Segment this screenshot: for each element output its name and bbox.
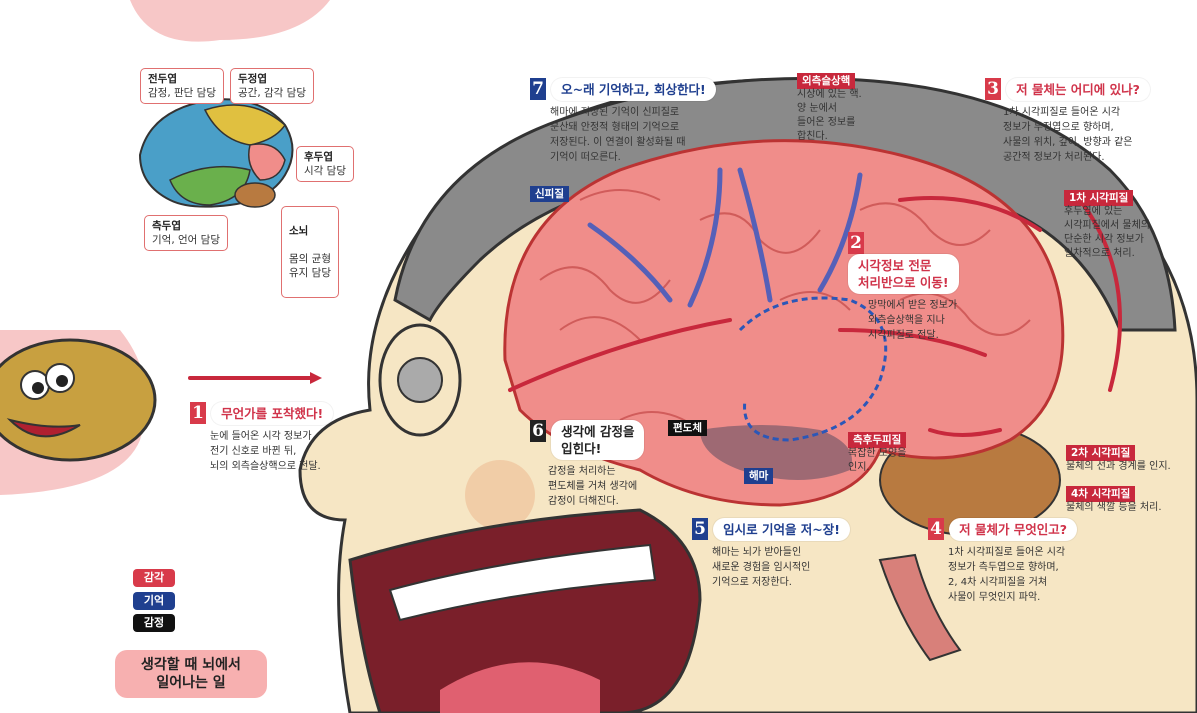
lobe-frontal: 전두엽 감정, 판단 담당 xyxy=(140,68,224,104)
tag-neocortex: 신피질 xyxy=(530,186,569,202)
step-1-number: 1 xyxy=(190,402,206,424)
legend-sense: 감각 xyxy=(133,569,175,587)
lobe-frontal-title: 전두엽 xyxy=(148,73,177,85)
tag-lgn-desc: 시상에 있는 핵. 양 눈에서 들어온 정보를 합친다. xyxy=(797,89,862,142)
step-4-body: 1차 시각피질로 들어온 시각 정보가 측두엽으로 향하며, 2, 4차 시각피… xyxy=(948,547,1066,603)
step-3: 3 저 물체는 어디에 있나? 1차 시각피질로 들어온 시각 정보가 두정엽으… xyxy=(985,78,1185,165)
step-6: 6 생각에 감정을 입힌다! 감정을 처리하는 편도체를 거쳐 생각에 감정이 … xyxy=(530,420,670,509)
lobe-parietal-desc: 공간, 감각 담당 xyxy=(238,87,306,99)
step-7-body: 해마에 저장된 기억이 신피질로 분산돼 안정적 형태의 기억으로 저장된다. … xyxy=(550,107,686,163)
step-1-body: 눈에 들어온 시각 정보가 전기 신호로 바뀐 뒤, 뇌의 외측슬상핵으로 전달… xyxy=(210,431,321,472)
lobe-temporal-desc: 기억, 언어 담당 xyxy=(152,234,220,246)
step-7-number: 7 xyxy=(530,78,546,100)
step-4: 4 저 물체가 무엇인고? 1차 시각피질로 들어온 시각 정보가 측두엽으로 … xyxy=(928,518,1128,605)
step-2-body: 망막에서 받은 정보가 외측슬상핵을 지나 시각피질로 전달. xyxy=(868,300,958,341)
step-5-body: 해마는 뇌가 받아들인 새로운 경험을 임시적인 기억으로 저장한다. xyxy=(712,547,811,588)
lobe-brain-diagram xyxy=(138,98,294,208)
spinal-cord xyxy=(878,553,962,662)
step-1-heading: 무언가를 포착했다! xyxy=(211,402,334,425)
step-5-heading: 임시로 기억을 저~장! xyxy=(713,518,850,541)
lobe-occipital-title: 후두엽 xyxy=(304,151,333,163)
step-4-number: 4 xyxy=(928,518,944,540)
legend-memory: 기억 xyxy=(133,592,175,610)
lobe-parietal: 두정엽 공간, 감각 담당 xyxy=(230,68,314,104)
tag-v4: 4차 시각피질 xyxy=(1066,486,1136,502)
lobe-occipital: 후두엽 시각 담당 xyxy=(296,146,354,182)
step-5-number: 5 xyxy=(692,518,708,540)
tag-hippocampus: 해마 xyxy=(744,468,774,484)
tag-v2: 2차 시각피질 xyxy=(1066,445,1136,461)
legend-emotion: 감정 xyxy=(133,614,175,632)
caption: 생각할 때 뇌에서 일어나는 일 xyxy=(115,650,267,698)
lobe-cerebellum: 소뇌 몸의 균형 유지 담당 xyxy=(281,206,339,298)
tongue xyxy=(440,662,600,713)
potato-character xyxy=(0,338,157,462)
tag-amygdala: 편도체 xyxy=(668,420,707,436)
step-6-heading: 생각에 감정을 입힌다! xyxy=(551,420,645,460)
tag-lgn: 외측슬상핵 xyxy=(797,73,856,89)
cheek xyxy=(465,460,535,530)
step-4-heading: 저 물체가 무엇인고? xyxy=(949,518,1078,541)
step-2-heading: 시각정보 전문 처리반으로 이동! xyxy=(848,254,959,294)
lobe-occipital-desc: 시각 담당 xyxy=(304,165,346,177)
step-7: 7 오~래 기억하고, 회상한다! 해마에 저장된 기억이 신피질로 분산돼 안… xyxy=(530,78,750,165)
step-3-number: 3 xyxy=(985,78,1001,100)
step-5: 5 임시로 기억을 저~장! 해마는 뇌가 받아들인 새로운 경험을 임시적인 … xyxy=(692,518,862,590)
lobe-frontal-desc: 감정, 판단 담당 xyxy=(148,87,216,99)
tag-it-desc: 복잡한 모양을 인지. xyxy=(848,448,907,473)
bg-pink-top xyxy=(0,0,330,42)
tag-v1: 1차 시각피질 xyxy=(1064,190,1134,206)
step-3-heading: 저 물체는 어디에 있나? xyxy=(1006,78,1150,101)
ear-hole xyxy=(397,357,443,403)
lobe-cerebellum-title: 소뇌 xyxy=(289,225,309,237)
step-2-number: 2 xyxy=(848,232,864,254)
lobe-temporal: 측두엽 기억, 언어 담당 xyxy=(144,215,228,251)
step-2: 2 시각정보 전문 처리반으로 이동! 망막에서 받은 정보가 외측슬상핵을 지… xyxy=(848,232,978,343)
lobe-cerebellum-desc: 몸의 균형 유지 담당 xyxy=(289,253,331,279)
lobe-parietal-title: 두정엽 xyxy=(238,73,267,85)
brain xyxy=(503,139,1065,507)
tag-v2-desc: 물체의 선과 경계를 인지. xyxy=(1066,461,1171,472)
tag-v4-desc: 물체의 색깔 등을 처리. xyxy=(1066,502,1162,513)
step-6-body: 감정을 처리하는 편도체를 거쳐 생각에 감정이 더해진다. xyxy=(548,466,638,507)
lobe-temporal-title: 측두엽 xyxy=(152,220,181,232)
step-7-heading: 오~래 기억하고, 회상한다! xyxy=(551,78,716,101)
tag-v1-desc: 후두엽에 있는 시각피질에서 물체의 단순한 시각 정보가 일차적으로 처리. xyxy=(1064,206,1150,259)
step-6-number: 6 xyxy=(530,420,546,442)
step-1: 1 무언가를 포착했다! 눈에 들어온 시각 정보가 전기 신호로 바뀐 뒤, … xyxy=(190,402,340,474)
tag-it: 측후두피질 xyxy=(848,432,907,448)
teeth xyxy=(388,543,657,622)
step-3-body: 1차 시각피질로 들어온 시각 정보가 두정엽으로 향하며, 사물의 위치, 깊… xyxy=(1003,107,1133,163)
